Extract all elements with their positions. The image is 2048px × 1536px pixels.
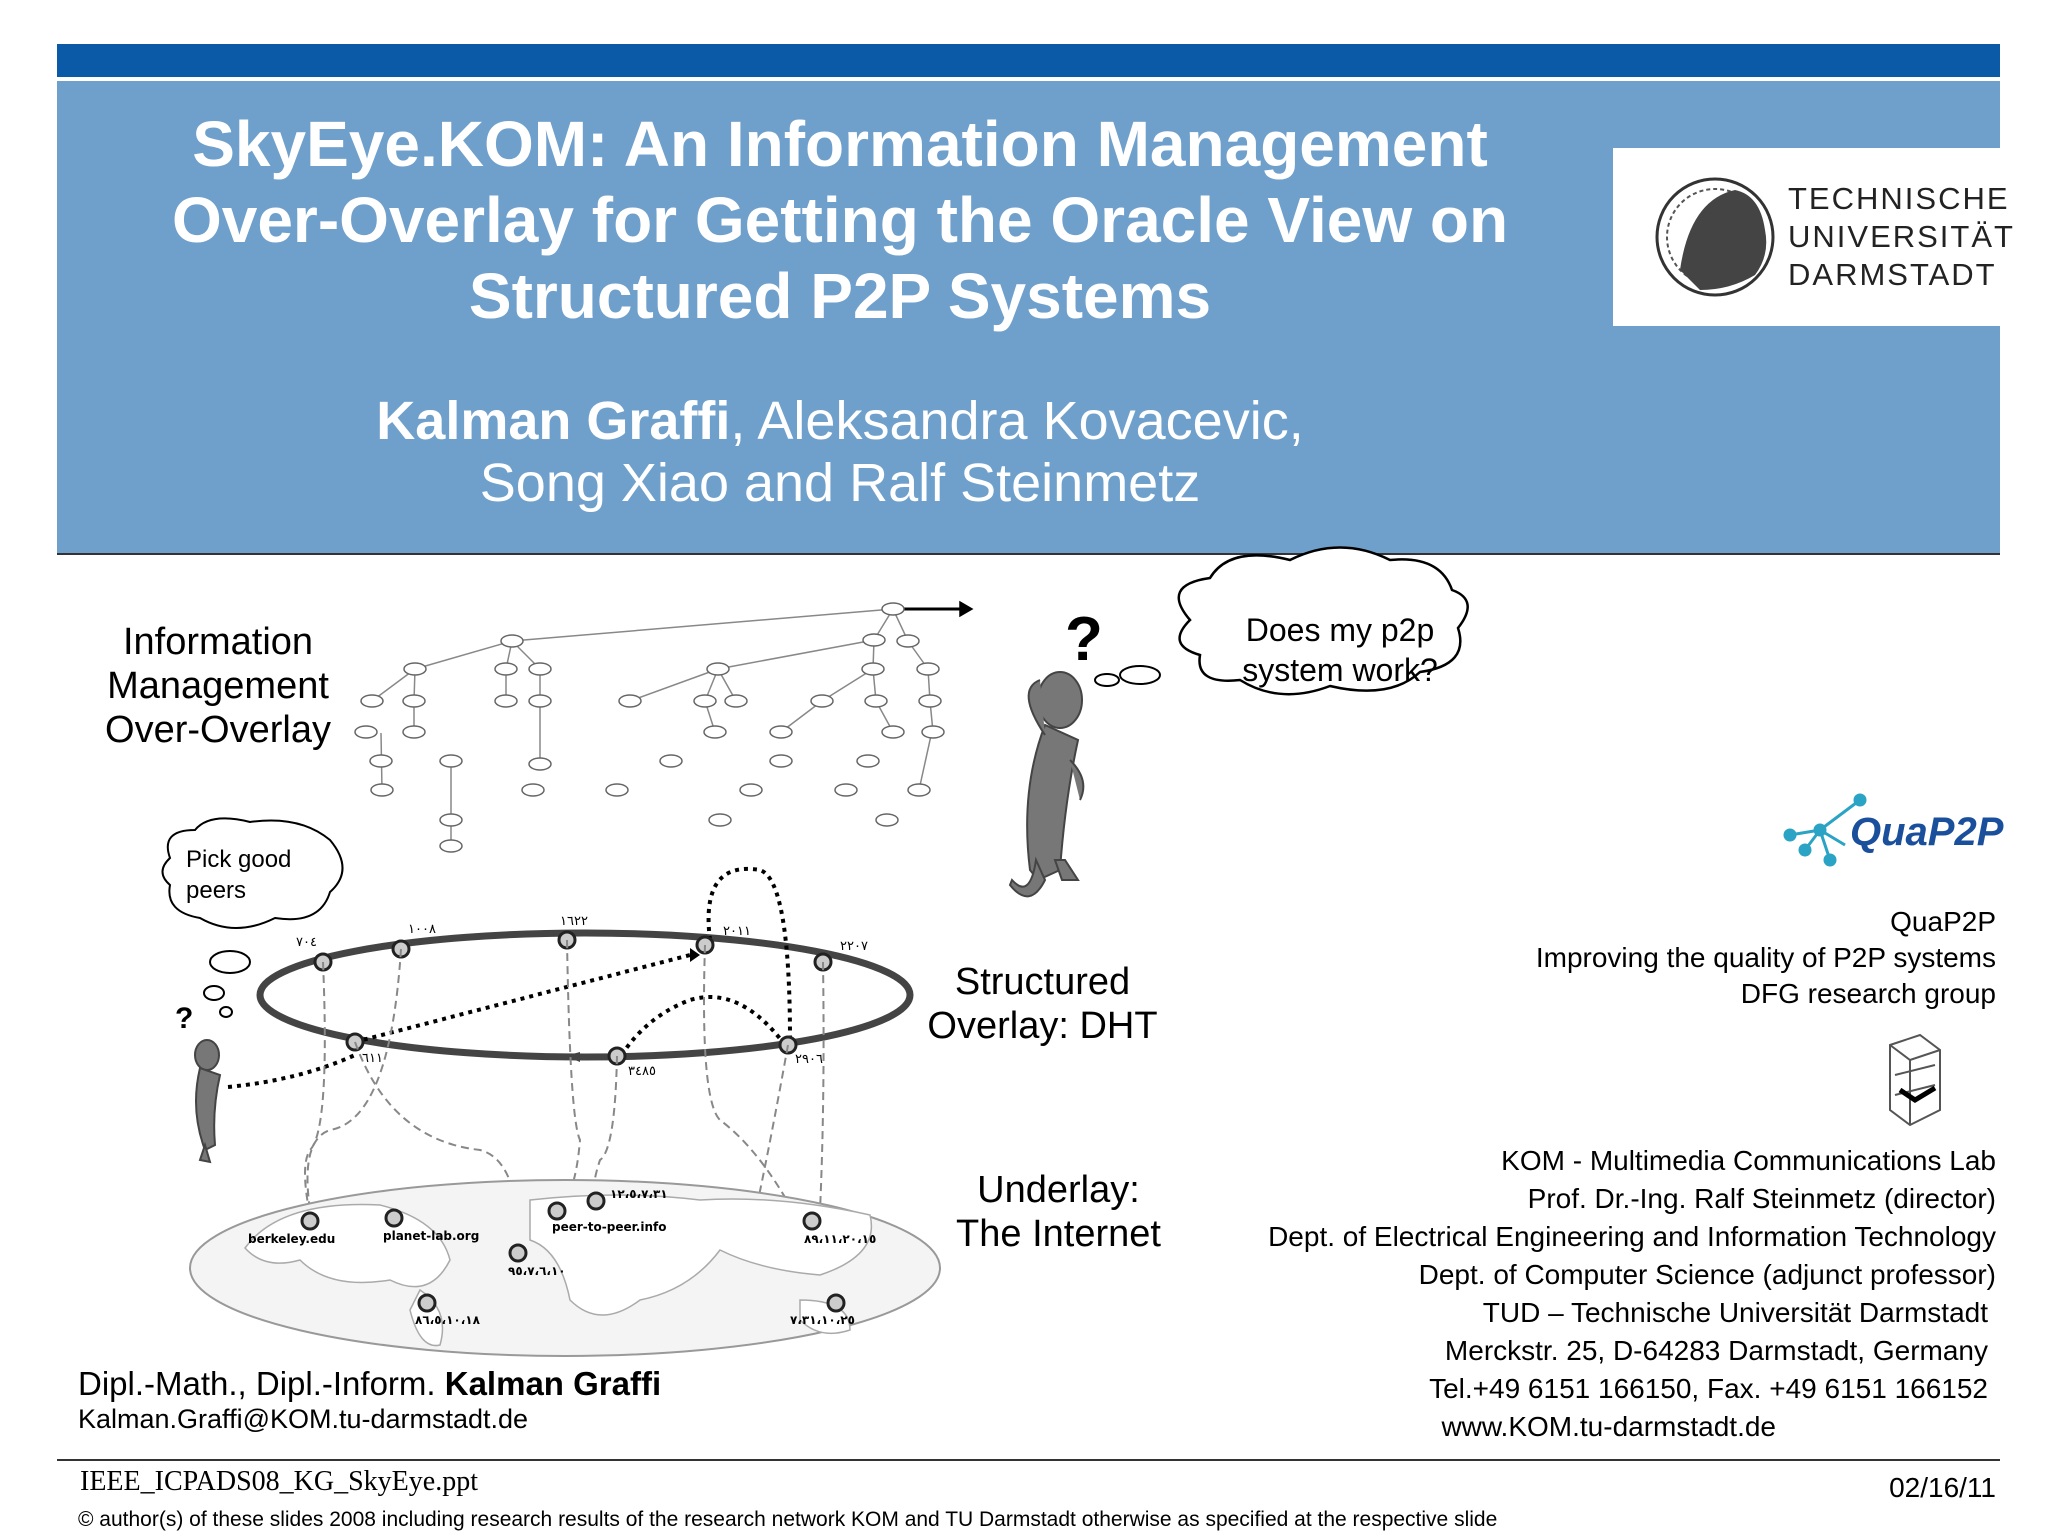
- thought-cloud-small: [161, 817, 344, 929]
- small-person-icon: [194, 1039, 222, 1164]
- map-label-6: ٩٥،٧،٦،١٠: [508, 1264, 566, 1278]
- quap2p-group: DFG research group: [1740, 978, 1996, 1009]
- kom-cube-logo-icon: [1889, 1033, 1941, 1127]
- kom-line-3: Dept. of Electrical Engineering and Info…: [1268, 1221, 1996, 1252]
- footer-filename: IEEE_ICPADS08_KG_SkyEye.ppt: [80, 1466, 478, 1497]
- title-line-1: SkyEye.KOM: An Information Management: [192, 108, 1488, 180]
- tud-line-1: TECHNISCHE: [1788, 181, 2010, 216]
- kom-line-4: Dept. of Computer Science (adjunct profe…: [1418, 1259, 1996, 1290]
- tud-line-2: UNIVERSITÄT: [1788, 219, 2015, 254]
- map-label-5: ٨٩،١١،٢٠،١٥: [804, 1232, 876, 1246]
- footer-divider: [57, 1459, 2000, 1461]
- coauthors-2: Song Xiao and Ralf Steinmetz: [479, 453, 1201, 513]
- kom-line-5: TUD – Technische Universität Darmstadt: [1482, 1297, 1988, 1328]
- ring-label-3: ١٦٢٢: [560, 914, 588, 929]
- presenter-author: Kalman Graffi: [376, 391, 731, 451]
- top-accent-bar: [57, 44, 2000, 77]
- athena-head-icon: [1655, 177, 1775, 297]
- quap2p-desc: Improving the quality of P2P systems: [1535, 942, 1996, 973]
- map-label-berkeley: berkeley.edu: [248, 1232, 335, 1246]
- quap2p-network-icon: [1783, 793, 1867, 867]
- dht-ring: [256, 929, 914, 1061]
- ring-node-labels: ٧٠٤ ١٠٠٨ ١٦٢٢ ٢٠١١ ٢٢٠٧ ٢٩٠٦ ٣٤٨٥ ٦١١: [296, 914, 868, 1079]
- ring-label-2: ١٠٠٨: [408, 922, 436, 937]
- footer-copyright: © author(s) of these slides 2008 includi…: [78, 1508, 1498, 1531]
- ring-label-6: ٢٩٠٦: [795, 1052, 823, 1067]
- slide-title: SkyEye.KOM: An Information Management Ov…: [100, 106, 1580, 334]
- thought-question-text: Does my p2p system work?: [1242, 612, 1438, 688]
- ring-label-5: ٢٢٠٧: [840, 939, 868, 954]
- footer-date: 02/16/11: [1889, 1472, 1996, 1503]
- presenter-degree: Dipl.-Math., Dipl.-Inform.: [78, 1365, 445, 1402]
- kom-website[interactable]: www.KOM.tu-darmstadt.de: [1441, 1411, 1776, 1442]
- question-mark-icon: ?: [1065, 605, 1103, 674]
- thinking-person-icon: [1008, 671, 1085, 898]
- kom-line-2: Prof. Dr.-Ing. Ralf Steinmetz (director): [1527, 1183, 1996, 1214]
- quap2p-info: QuaP2P Improving the quality of P2P syst…: [1536, 904, 1996, 1012]
- ring-label-1: ٧٠٤: [296, 935, 317, 950]
- ring-label-8: ٦١١: [362, 1051, 383, 1066]
- map-label-8: ٧،٣١،١٠،٢٥: [790, 1313, 855, 1327]
- author-list: Kalman Graffi, Aleksandra Kovacevic, Son…: [250, 390, 1430, 514]
- title-line-2: Over-Overlay for Getting the Oracle View…: [171, 184, 1509, 256]
- info-mgmt-label: Information Management Over-Overlay: [105, 621, 331, 751]
- small-question-mark-icon: ?: [175, 1002, 193, 1035]
- map-nodes: [300, 1191, 846, 1313]
- header-divider: [57, 553, 2000, 555]
- quap2p-logo: QuaP2P: [1850, 810, 2004, 854]
- presenter-line: Dipl.-Math., Dipl.-Inform. Kalman Graffi: [78, 1364, 661, 1404]
- kom-line-7: Tel.+49 6151 166150, Fax. +49 6151 16615…: [1429, 1373, 1988, 1404]
- kom-line-1: KOM - Multimedia Communications Lab: [1501, 1145, 1996, 1176]
- ring-label-7: ٣٤٨٥: [628, 1064, 656, 1079]
- map-label-7: ٨٦،٥،١٠،١٨: [415, 1313, 481, 1327]
- pick-peers-text: Pick good peers: [186, 846, 292, 904]
- tree-nodes: [354, 602, 945, 853]
- map-label-4: ١٢،٥،٧،٣١: [610, 1187, 668, 1201]
- presenter-email[interactable]: Kalman.Graffi@KOM.tu-darmstadt.de: [78, 1404, 529, 1434]
- map-labels: berkeley.edu planet-lab.org peer-to-peer…: [248, 1187, 876, 1327]
- tud-logo-text: TECHNISCHE UNIVERSITÄT DARMSTADT: [1788, 180, 2015, 294]
- kom-info: KOM - Multimedia Communications Lab Prof…: [1268, 1142, 1996, 1446]
- title-line-3: Structured P2P Systems: [468, 260, 1212, 332]
- ring-label-4: ٢٠١١: [723, 924, 751, 939]
- tud-logo: [1613, 148, 2000, 326]
- kom-line-6: Merckstr. 25, D-64283 Darmstadt, Germany: [1444, 1335, 1988, 1366]
- map-label-p2pinfo: peer-to-peer.info: [552, 1220, 666, 1234]
- underlay-label: Underlay: The Internet: [956, 1169, 1161, 1255]
- coauthors-1: , Aleksandra Kovacevic,: [730, 391, 1304, 451]
- thought-cloud-large: [1177, 546, 1469, 696]
- quap2p-name: QuaP2P: [1890, 906, 1996, 937]
- tud-line-3: DARMSTADT: [1788, 257, 1997, 292]
- structured-overlay-label: Structured Overlay: DHT: [927, 961, 1158, 1047]
- presenter-name: Kalman Graffi: [444, 1365, 662, 1402]
- map-label-planetlab: planet-lab.org: [383, 1229, 479, 1243]
